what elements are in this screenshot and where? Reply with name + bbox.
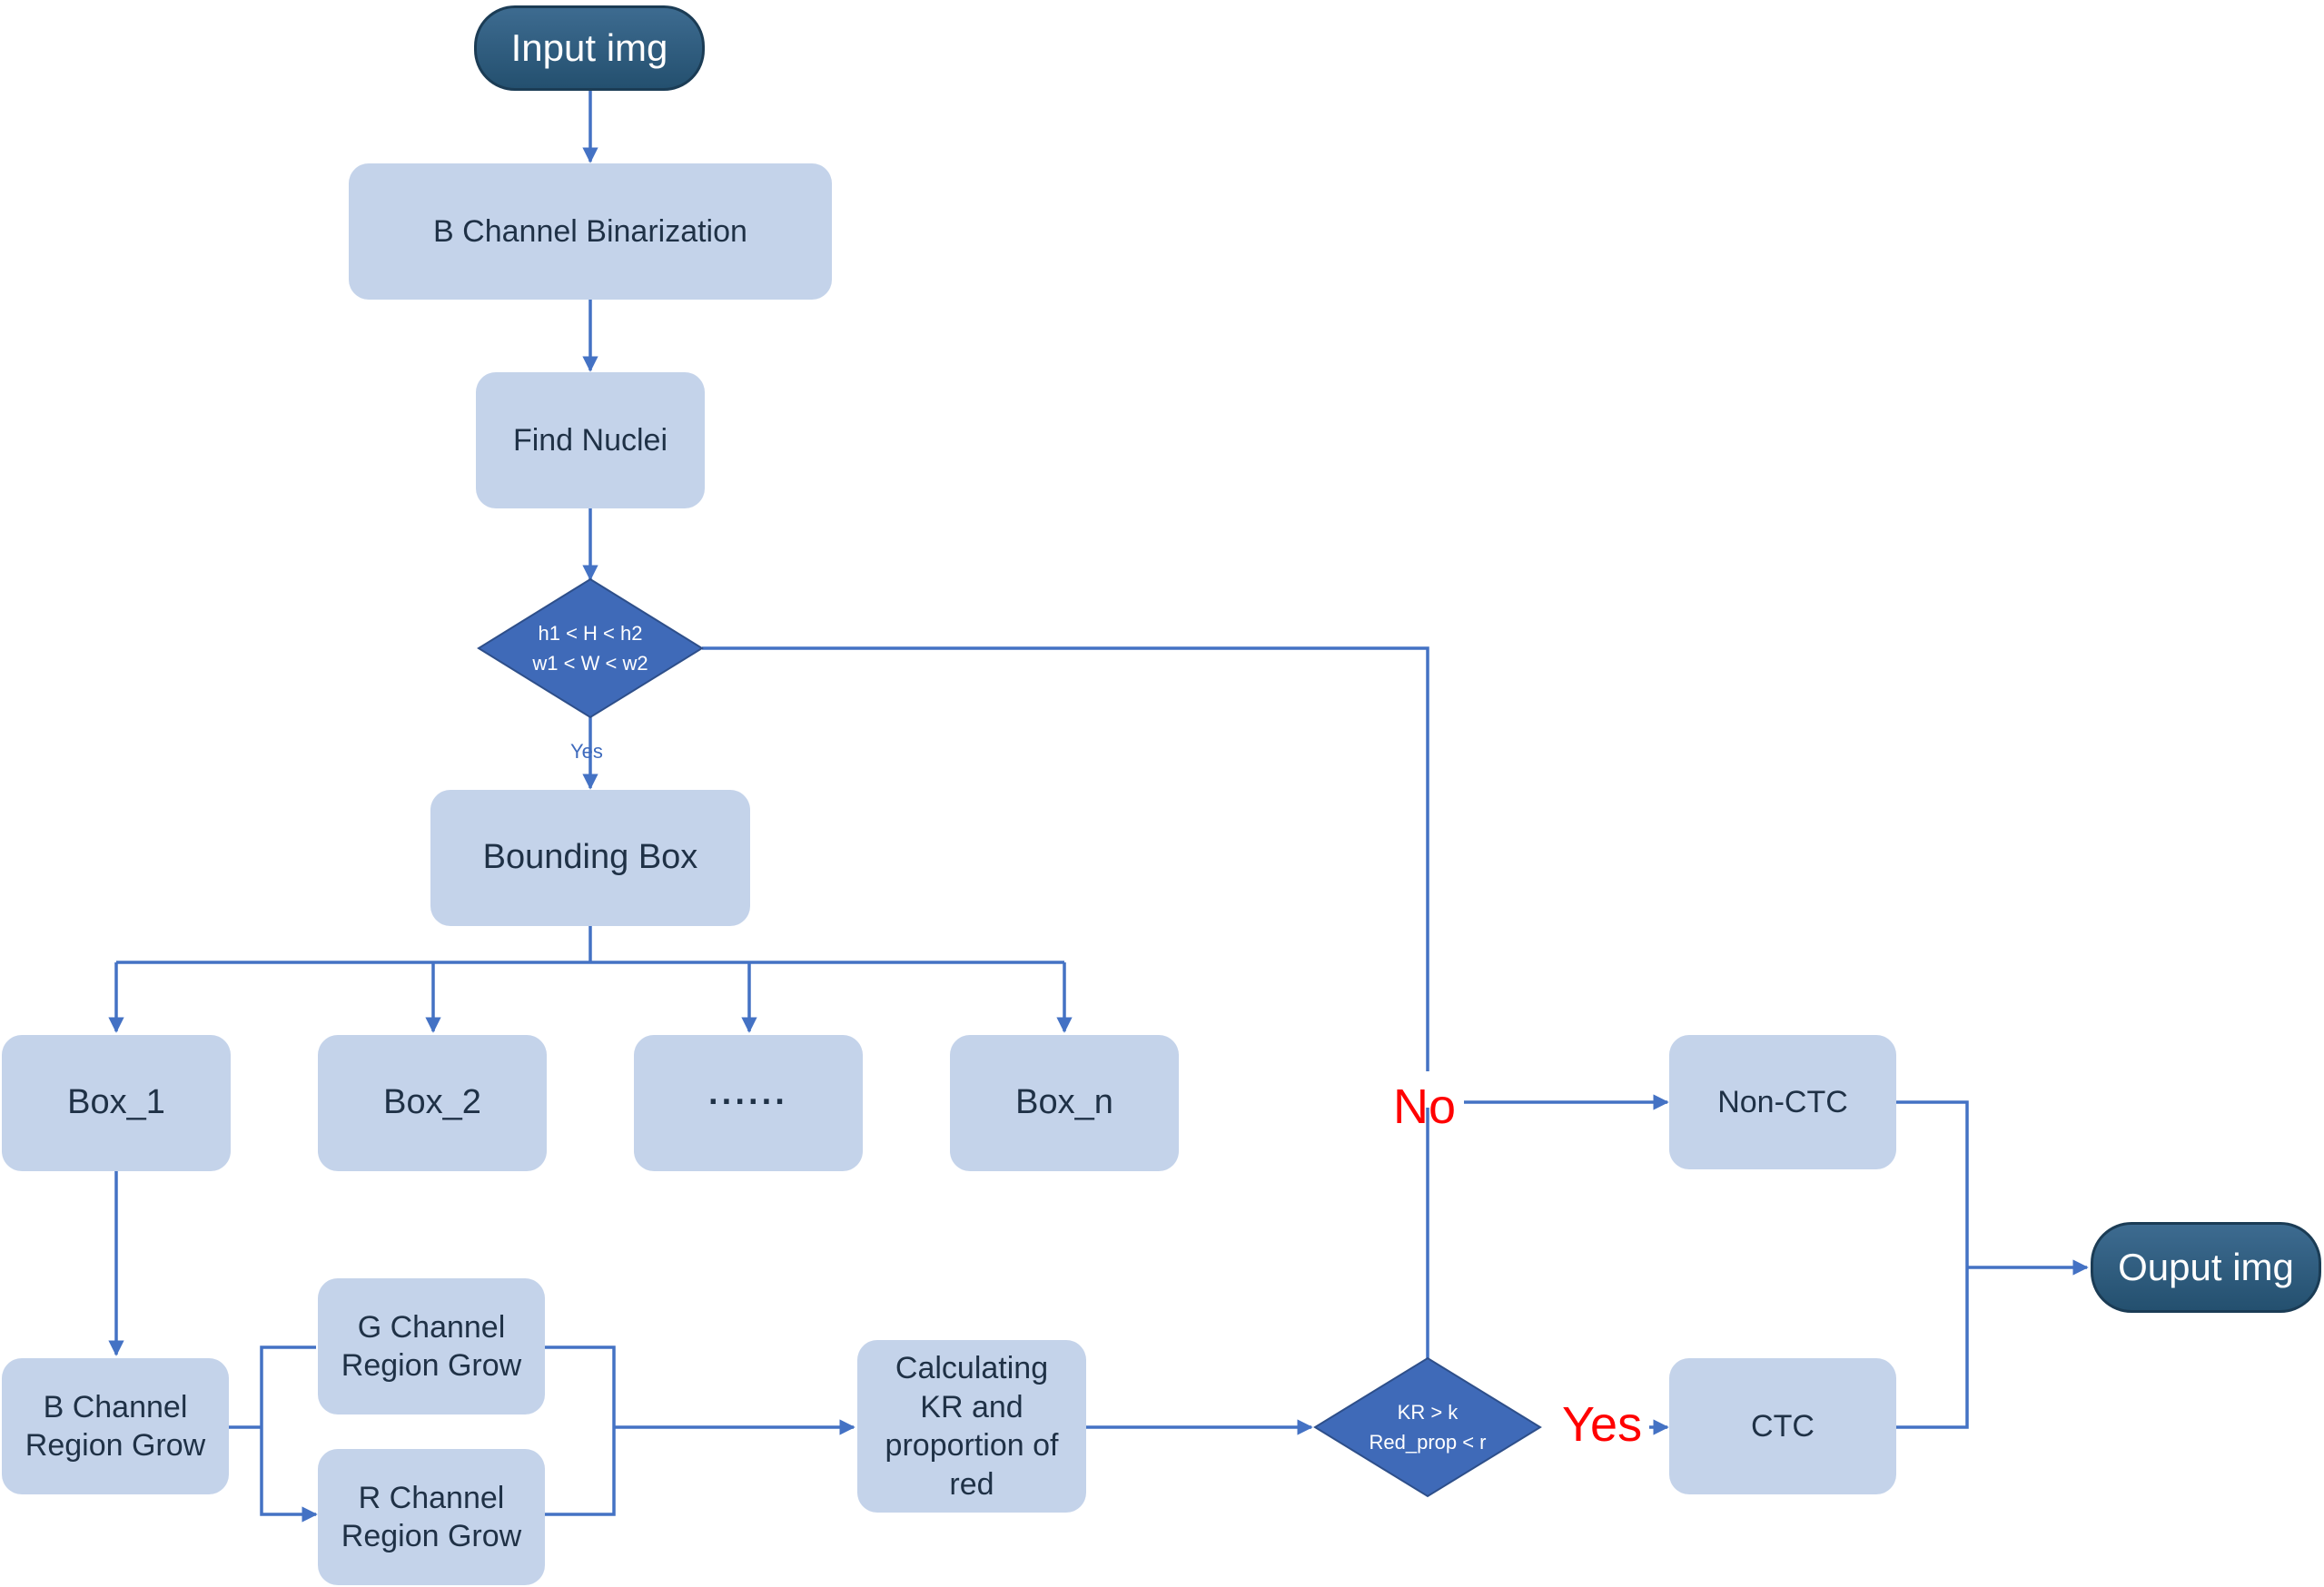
kr-check-label: KR > k Red_prop < r (1369, 1401, 1487, 1454)
box-2: Box_2 (318, 1035, 547, 1171)
input-terminal: Input img (474, 5, 705, 91)
arrow-g-r-merge (545, 1346, 854, 1516)
no-branch-label: No (1393, 1079, 1457, 1134)
box-ellipsis: ······ (634, 1035, 863, 1171)
bounding-box-step: Bounding Box (430, 790, 750, 926)
arrow-b-grow-split (229, 1346, 316, 1514)
b-channel-region-grow: B Channel Region Grow (2, 1358, 229, 1494)
ctc-result: CTC (1669, 1358, 1896, 1494)
arrow-size-check-no (702, 646, 1429, 1071)
find-nuclei-step: Find Nuclei (476, 372, 705, 508)
size-check-label: h1 < H < h2 w1 < W < w2 (532, 622, 648, 675)
kr-check-diamond (1313, 1356, 1542, 1498)
box-1: Box_1 (2, 1035, 231, 1171)
g-channel-region-grow: G Channel Region Grow (318, 1278, 545, 1414)
yes-branch-label: Yes (1562, 1397, 1643, 1452)
non-ctc-result: Non-CTC (1669, 1035, 1896, 1169)
calculate-kr-step: Calculating KR and proportion of red (857, 1340, 1086, 1513)
box-n: Box_n (950, 1035, 1179, 1171)
arrow-merge-to-output (1896, 1100, 2087, 1429)
size-check-diamond (477, 577, 704, 719)
size-check-yes-label: Yes (570, 740, 603, 763)
output-terminal: Ouput img (2091, 1222, 2321, 1313)
binarization-step: B Channel Binarization (349, 163, 832, 300)
r-channel-region-grow: R Channel Region Grow (318, 1449, 545, 1585)
